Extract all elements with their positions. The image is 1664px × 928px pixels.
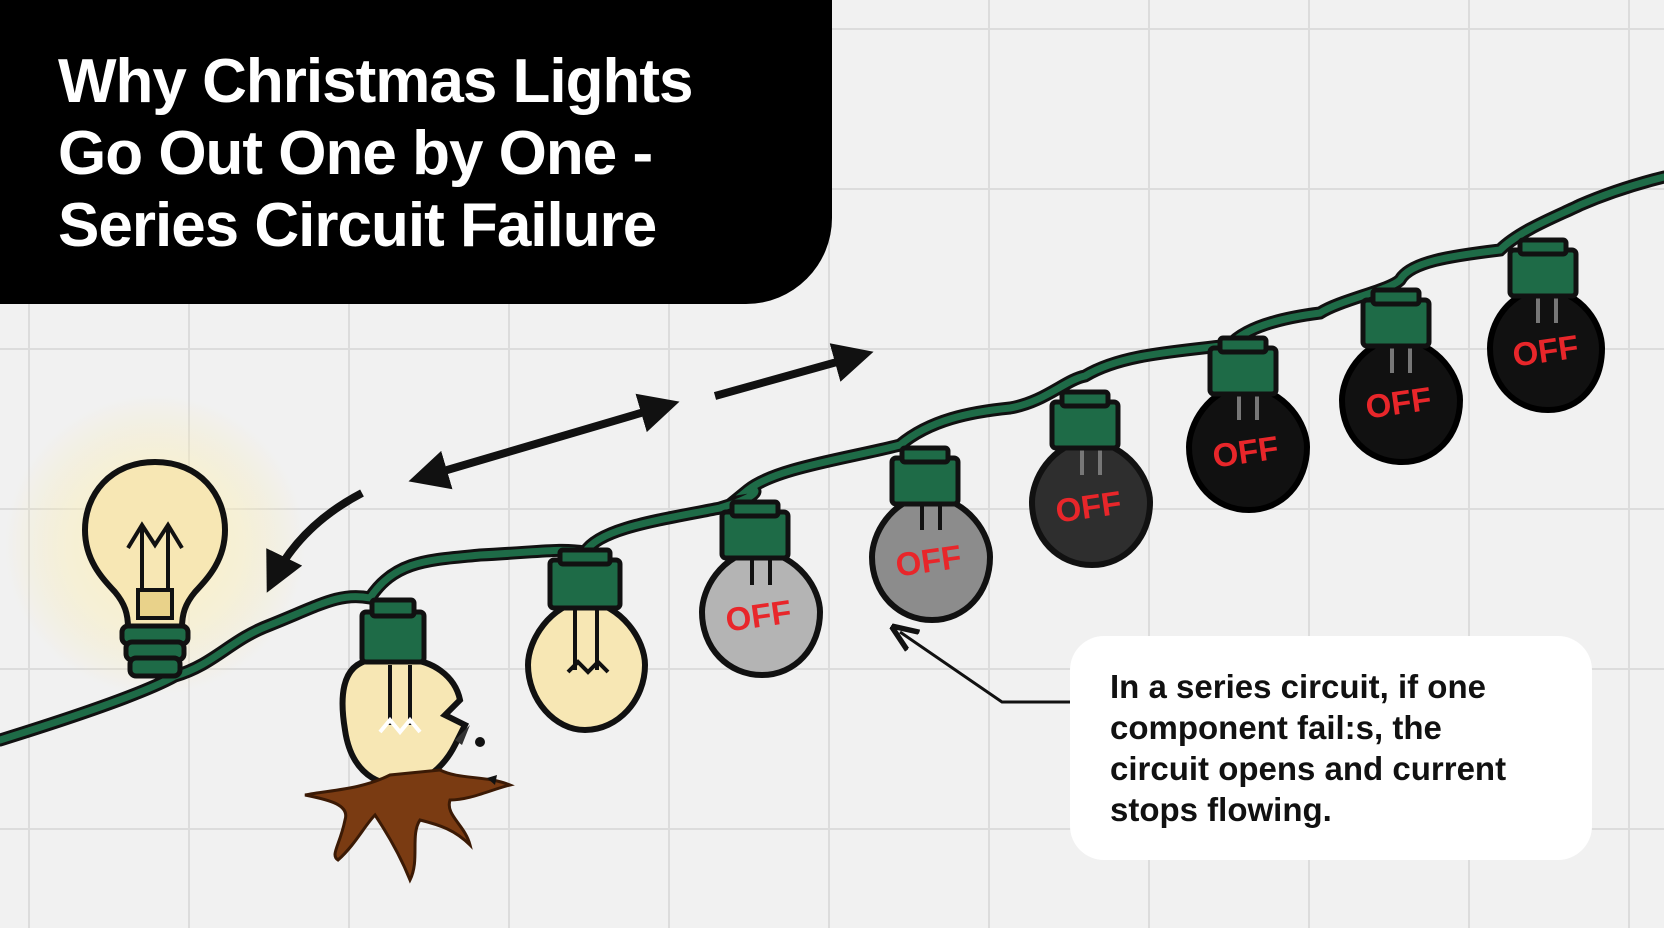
off-label: OFF <box>723 593 793 639</box>
callout-pointer <box>900 632 1070 704</box>
off-label: OFF <box>1363 380 1433 426</box>
light-bulb-icon <box>1185 335 1311 514</box>
off-bulb-7: OFF <box>1185 335 1311 514</box>
title-panel: Why Christmas Lights Go Out One by One -… <box>0 0 832 304</box>
lit-bulb-1 <box>81 458 229 679</box>
lit-bulb-3 <box>524 547 649 734</box>
explanation-callout: In a series circuit, if one component fa… <box>1070 636 1592 860</box>
broken-bulb-icon <box>304 597 515 884</box>
title-line: Series Circuit Failure <box>58 191 657 260</box>
off-label: OFF <box>893 538 963 584</box>
off-bulb-9: OFF <box>1486 237 1606 414</box>
callout-line: circuit opens and current <box>1110 750 1507 787</box>
off-label: OFF <box>1053 484 1123 530</box>
callout-line: In a series circuit, if one <box>1110 668 1486 705</box>
current-flow-arrows <box>266 343 874 593</box>
off-label: OFF <box>1510 328 1580 374</box>
socket <box>119 623 191 679</box>
light-bulb-icon <box>1028 389 1154 569</box>
broken-bulb-2 <box>304 597 515 884</box>
callout-line: component fail:s, the <box>1110 709 1442 746</box>
flow-arrow-icon <box>266 489 364 593</box>
light-string-wire <box>0 170 1664 747</box>
off-bulb-6: OFF <box>1028 389 1154 569</box>
callout-text: In a series circuit, if one component fa… <box>1110 666 1572 830</box>
off-bulb-8: OFF <box>1338 287 1464 466</box>
light-bulb-icon <box>81 458 229 679</box>
light-bulb-icon <box>1486 237 1606 414</box>
title-line: Why Christmas Lights <box>58 47 694 116</box>
callout-line: stops flowing. <box>1110 791 1332 828</box>
title-line: Go Out One by One - <box>58 119 653 188</box>
flow-arrow-icon <box>713 343 874 400</box>
off-label: OFF <box>1210 429 1280 475</box>
off-bulb-4: OFF <box>698 499 824 679</box>
light-bulb-icon <box>524 547 649 734</box>
light-bulb-icon <box>698 499 824 679</box>
off-bulb-5: OFF <box>868 445 994 624</box>
page-title: Why Christmas Lights Go Out One by One -… <box>58 46 798 262</box>
flow-arrow-icon <box>408 393 680 490</box>
light-bulb-icon <box>1338 287 1464 466</box>
light-bulb-icon <box>868 445 994 624</box>
